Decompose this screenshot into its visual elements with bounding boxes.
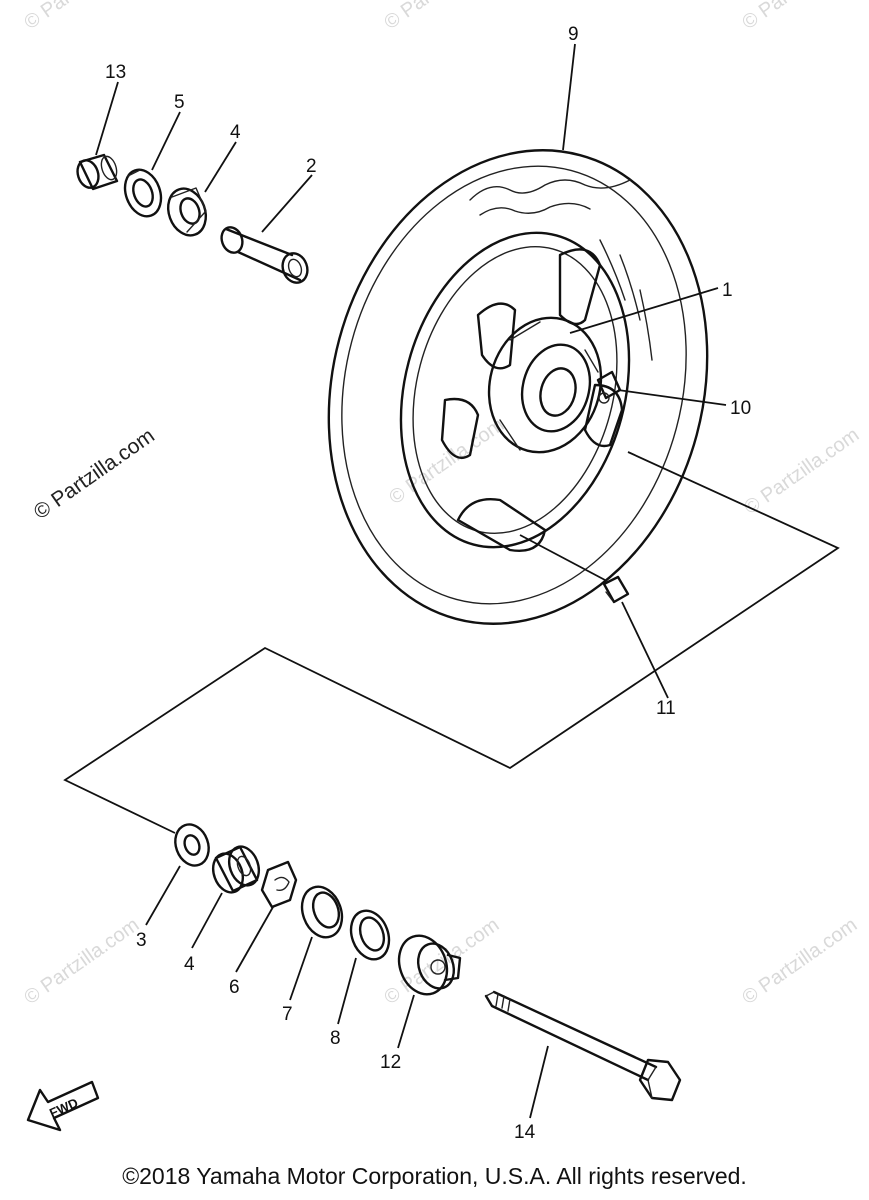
callout-10: 10: [730, 398, 751, 419]
callouts: 13 5 4 2 9 1 10 11 3 4 6 7 8 12 14: [105, 24, 751, 1143]
callout-1: 1: [722, 280, 733, 301]
part-1-hub: [487, 316, 603, 454]
callout-8: 8: [330, 1028, 341, 1049]
part-8-collar: [349, 909, 391, 961]
fwd-arrow-icon: FWD: [26, 1080, 100, 1132]
watermark-low-1: © Partzilla.com: [20, 914, 143, 1009]
part-13-collar: [76, 153, 119, 191]
callout-6: 6: [229, 977, 240, 998]
part-12-meter-gear-unit: [397, 934, 462, 996]
callout-12: 12: [380, 1052, 401, 1073]
watermarks: © Partzilla.com © Partzilla.com © Partzi…: [20, 0, 863, 1009]
watermark-mid-2: © Partzilla.com: [740, 424, 863, 519]
callout-2: 2: [306, 156, 317, 177]
watermark-top-1: © Partzilla.com: [20, 0, 143, 34]
part-4-bearing-lower: [211, 845, 261, 894]
watermark-mid-1: © Partzilla.com: [385, 414, 508, 509]
assembly-lines: [63, 451, 840, 834]
callout-5: 5: [174, 92, 185, 113]
copyright-notice: ©2018 Yamaha Motor Corporation, U.S.A. A…: [122, 1163, 747, 1189]
callout-9: 9: [568, 24, 579, 45]
part-9-wheel-tire: [327, 149, 709, 625]
callout-13: 13: [105, 62, 126, 83]
watermark-top-3: © Partzilla.com: [738, 0, 861, 34]
part-2-spacer: [220, 226, 309, 284]
callout-4-upper: 4: [230, 122, 241, 143]
callout-7: 7: [282, 1004, 293, 1025]
part-6-retainer: [260, 860, 298, 909]
part-11-balance-weight: [602, 575, 630, 604]
part-4-bearing-upper: [166, 187, 208, 237]
callout-4-lower: 4: [184, 954, 195, 975]
watermark-low-3: © Partzilla.com: [738, 914, 861, 1009]
leader-lines: [95, 43, 727, 1119]
watermark-top-2: © Partzilla.com: [380, 0, 503, 34]
part-14-axle: [484, 990, 682, 1102]
part-5-oil-seal: [123, 168, 163, 218]
callout-3: 3: [136, 930, 147, 951]
callout-11: 11: [656, 698, 676, 719]
watermark-left: © Partzilla.com: [30, 424, 159, 524]
callout-14: 14: [514, 1122, 536, 1143]
part-3-collar: [174, 823, 210, 867]
part-7-oil-seal: [300, 885, 344, 939]
